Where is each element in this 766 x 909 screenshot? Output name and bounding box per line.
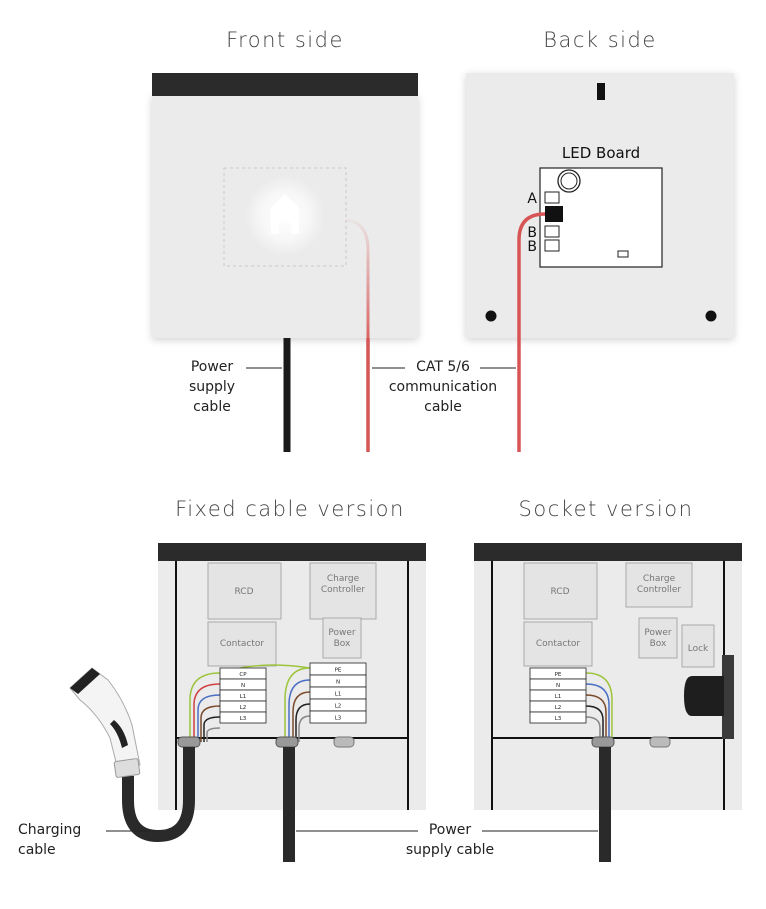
terminal-label: L3 — [555, 716, 562, 722]
rcd-box-fixed — [207, 562, 282, 620]
terminal-label: N — [556, 683, 560, 689]
pb-label2-socket: Box — [650, 639, 667, 649]
logo-icon — [271, 194, 299, 234]
back-slot — [597, 83, 605, 100]
connector-b1-label: B — [527, 225, 537, 241]
charge-controller-socket — [625, 562, 693, 608]
label-charging-cable: Charging cable — [18, 822, 82, 858]
connector-b2-label: B — [527, 239, 537, 255]
terminal-label: N — [241, 683, 245, 689]
pb-label1-socket: Power — [644, 628, 672, 638]
terminal-label: L3 — [240, 716, 247, 722]
connector-b1 — [544, 225, 560, 238]
cat-cable-inside — [345, 218, 370, 338]
socket-icon — [684, 676, 724, 716]
power-box-fixed — [322, 617, 362, 659]
heading-back-side: Back side — [543, 28, 657, 52]
heading-fixed-cable: Fixed cable version — [175, 497, 405, 521]
terminal-label: L1 — [240, 694, 247, 700]
power-box-socket — [638, 617, 678, 659]
charging-plug-icon — [69, 667, 141, 778]
terminal-label: L2 — [240, 705, 247, 711]
socket-plate — [722, 655, 734, 739]
fixed-right-wires — [284, 667, 311, 742]
led-board-title: LED Board — [562, 144, 640, 162]
cc-label2-fixed: Controller — [321, 585, 366, 595]
contactor-label-fixed: Contactor — [220, 639, 265, 649]
contactor-label-socket: Contactor — [536, 639, 581, 649]
terminal-label: PE — [335, 668, 342, 674]
heading-front-side: Front side — [226, 28, 344, 52]
charge-controller-fixed — [309, 562, 377, 620]
terminal-slot — [219, 711, 267, 724]
pb-label1-fixed: Power — [328, 628, 356, 638]
mount-hole-right — [705, 310, 717, 322]
cat-cable-back — [517, 212, 546, 452]
label-power-supply-cable-bottom: Power supply cable — [405, 822, 495, 858]
connector-a — [544, 191, 560, 204]
led-window — [223, 167, 347, 267]
terminal-label: PE — [555, 672, 562, 678]
lock-box — [681, 624, 715, 668]
front-side-panel — [152, 73, 418, 338]
contactor-socket — [523, 621, 593, 667]
terminal-label: L2 — [335, 704, 342, 710]
terminal-label: L2 — [555, 705, 562, 711]
terminal-label: L1 — [335, 692, 342, 698]
rcd-label-socket: RCD — [550, 587, 569, 597]
small-component — [617, 250, 629, 258]
contactor-fixed — [207, 621, 277, 667]
front-top-bar — [152, 73, 418, 96]
connector-cat — [545, 206, 563, 222]
terminal-label: N — [336, 680, 340, 686]
charging-cable — [122, 747, 195, 843]
back-side-panel — [466, 73, 734, 452]
cc-label2-socket: Controller — [637, 585, 682, 595]
terminal-label: L3 — [335, 716, 342, 722]
label-power-supply-cable-top: Power supply cable — [188, 359, 236, 415]
heading-socket: Socket version — [518, 497, 694, 521]
rcd-label-fixed: RCD — [234, 587, 253, 597]
connector-b2 — [544, 239, 560, 252]
pb-label2-fixed: Box — [334, 639, 351, 649]
connector-a-label: A — [527, 191, 537, 207]
rcd-box-socket — [523, 562, 598, 620]
terminal-slot — [309, 710, 367, 724]
terminal-slot — [529, 711, 587, 724]
cc-label1-socket: Charge — [643, 574, 676, 584]
label-cat-cable: CAT 5/6 communication cable — [388, 359, 498, 415]
terminal-label: CP — [239, 672, 247, 678]
socket-wires — [585, 672, 613, 742]
mount-hole-left — [485, 310, 497, 322]
lock-label: Lock — [688, 644, 709, 654]
terminal-label: L1 — [555, 694, 562, 700]
cc-label1-fixed: Charge — [327, 574, 360, 584]
